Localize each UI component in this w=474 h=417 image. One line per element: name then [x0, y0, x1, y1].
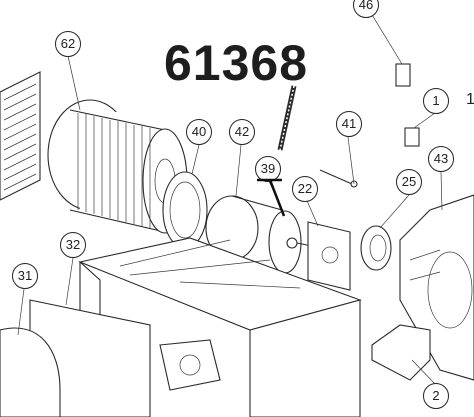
rod-part: [277, 85, 297, 151]
callout-1-edge: 1: [466, 91, 474, 108]
switch-parts: [319, 63, 420, 188]
gas-valve: [159, 339, 221, 391]
bracket-part: [371, 324, 431, 381]
gasket-ring: [360, 225, 392, 271]
callout-32: 32: [60, 232, 86, 258]
inducer-housing: [399, 194, 474, 381]
callout-1: 1: [423, 88, 449, 114]
callout-42: 42: [229, 119, 255, 145]
lower-blower: [0, 327, 61, 417]
callout-2: 2: [423, 383, 449, 409]
callout-62: 62: [55, 31, 81, 57]
highlighted-part-number: 61368: [164, 35, 309, 91]
callout-40: 40: [186, 119, 212, 145]
callout-39: 39: [255, 156, 281, 182]
callout-41: 41: [336, 111, 362, 137]
callout-25: 25: [396, 169, 422, 195]
mounting-plate: [307, 221, 351, 291]
callout-22: 22: [292, 176, 318, 202]
grille-panel: [0, 71, 41, 201]
motor-mount-band: [162, 171, 208, 249]
callout-31: 31: [12, 263, 38, 289]
callout-43: 43: [428, 146, 454, 172]
